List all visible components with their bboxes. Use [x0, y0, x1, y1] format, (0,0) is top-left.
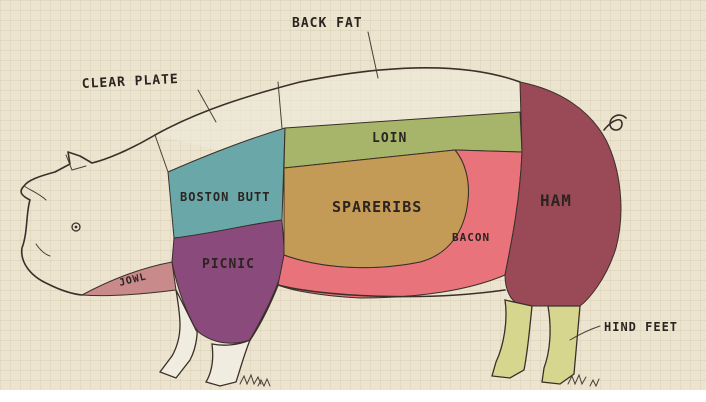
label-boston-butt: BOSTON BUTT [180, 190, 270, 204]
label-ham: HAM [540, 191, 572, 210]
label-hind-feet: HIND FEET [604, 320, 678, 334]
label-spareribs: SPARERIBS [332, 198, 422, 216]
page-bottom-strip [0, 390, 706, 402]
label-bacon: BACON [452, 231, 490, 244]
label-loin: LOIN [372, 131, 407, 146]
pig-pupil [75, 226, 78, 229]
label-back-fat: BACK FAT [292, 16, 363, 31]
label-picnic: PICNIC [202, 257, 255, 272]
